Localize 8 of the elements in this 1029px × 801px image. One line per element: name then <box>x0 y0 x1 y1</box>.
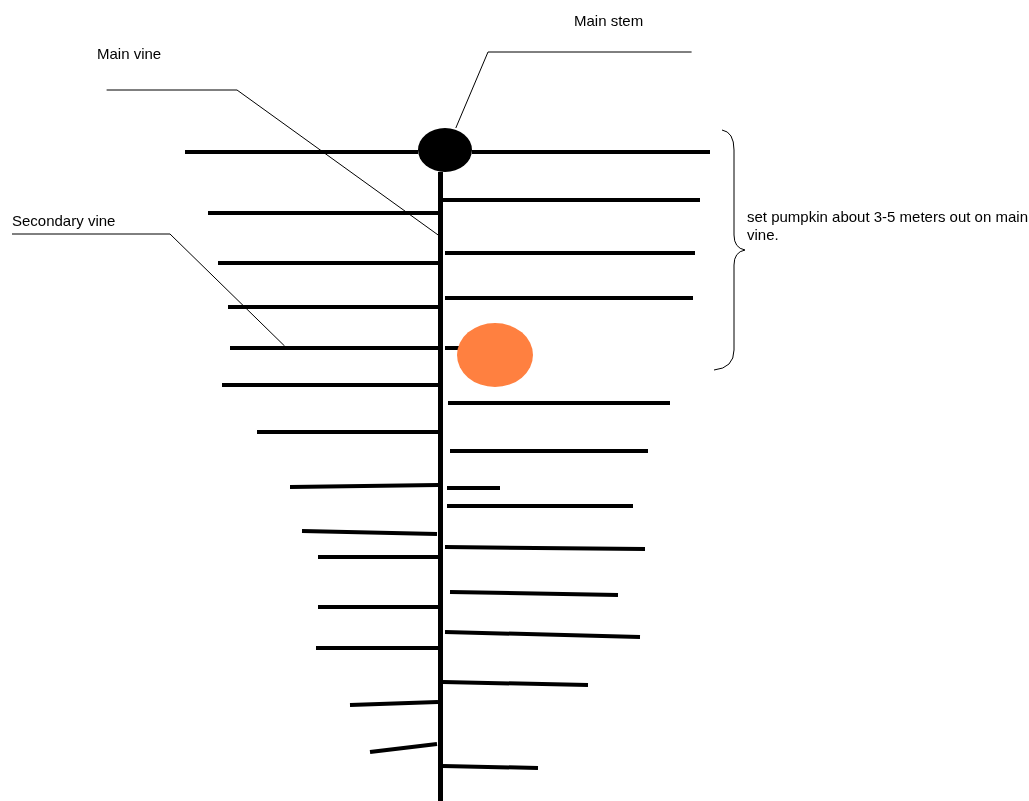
part-label: Main stem <box>574 12 644 30</box>
note-text: set pumpkin about 3-5 meters out on main vine. <box>747 208 1029 244</box>
leader-line <box>455 51 693 129</box>
part-label: Secondary vine <box>12 212 116 230</box>
leader-line <box>106 89 439 236</box>
part-label: Main vine <box>97 45 162 63</box>
leader-line <box>11 233 286 347</box>
stem-dot <box>418 128 472 172</box>
